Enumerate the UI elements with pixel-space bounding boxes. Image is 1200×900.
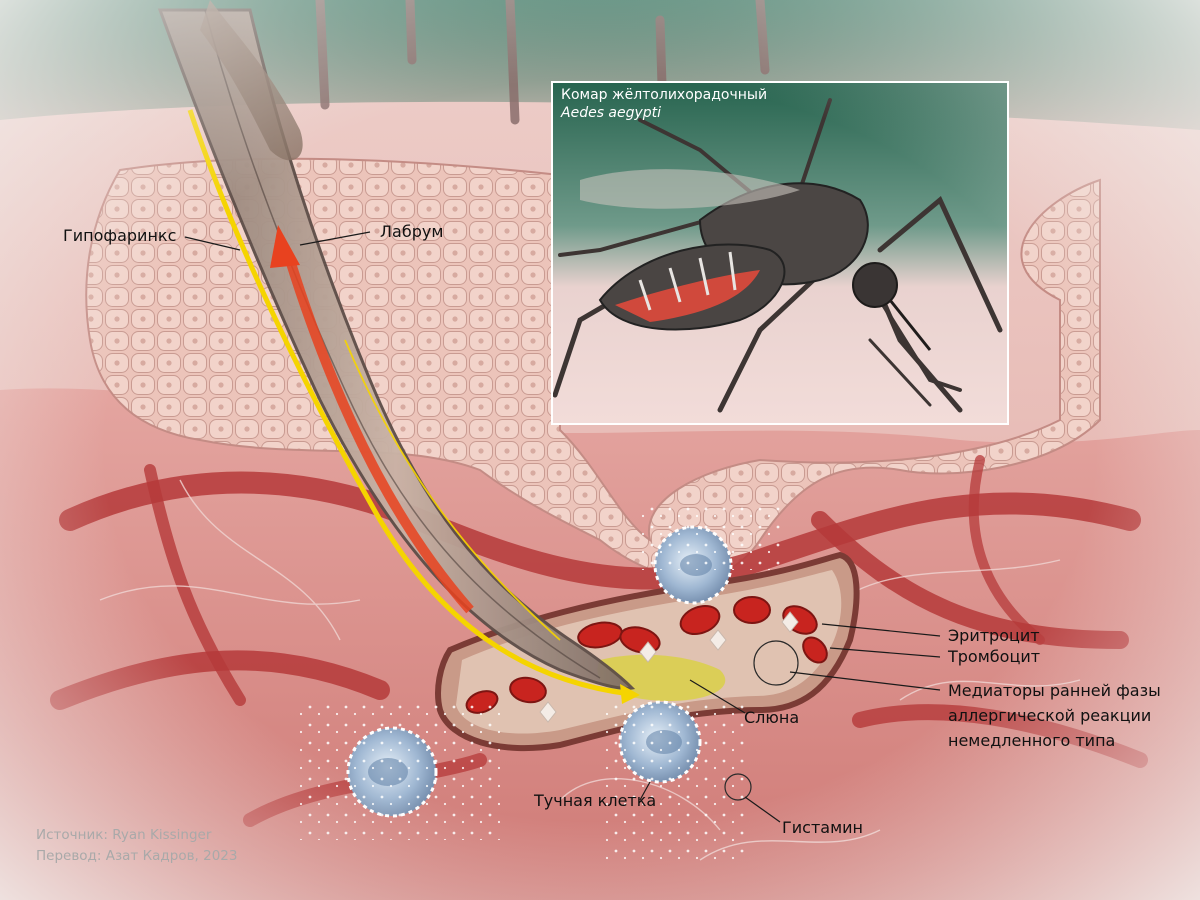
credit-source: Источник: Ryan Kissinger [36, 827, 212, 843]
credit-translation: Перевод: Азат Кадров, 2023 [36, 848, 238, 864]
leader-lines [184, 231, 941, 823]
label-saliva: Слюна [744, 708, 800, 727]
labrum-leader [299, 231, 371, 246]
label-mediators-line-1: Медиаторы ранней фазы [948, 681, 1161, 700]
erythrocyte-leader [821, 623, 941, 637]
saliva-leader [689, 679, 746, 714]
label-mediators-line-3: немедленного типа [948, 731, 1116, 750]
inset-latin-name: Aedes aegypti [561, 105, 662, 121]
hypopharynx-leader [184, 236, 241, 251]
inset-frame [551, 81, 1009, 425]
mast-cell-leader [639, 781, 651, 801]
inset-title: Комар жёлтолихорадочный [561, 87, 768, 103]
label-platelet: Тромбоцит [948, 647, 1041, 666]
label-mast-cell: Тучная клетка [534, 791, 657, 810]
histamine-leader [744, 796, 781, 823]
mediators-leader [789, 671, 941, 691]
label-erythrocyte: Эритроцит [948, 626, 1040, 645]
label-labrum: Лабрум [380, 222, 444, 241]
platelet-leader [829, 647, 941, 658]
label-mediators-line-2: аллергической реакции [948, 706, 1152, 725]
label-histamine: Гистамин [782, 818, 864, 837]
label-hypopharynx: Гипофаринкс [63, 226, 177, 245]
